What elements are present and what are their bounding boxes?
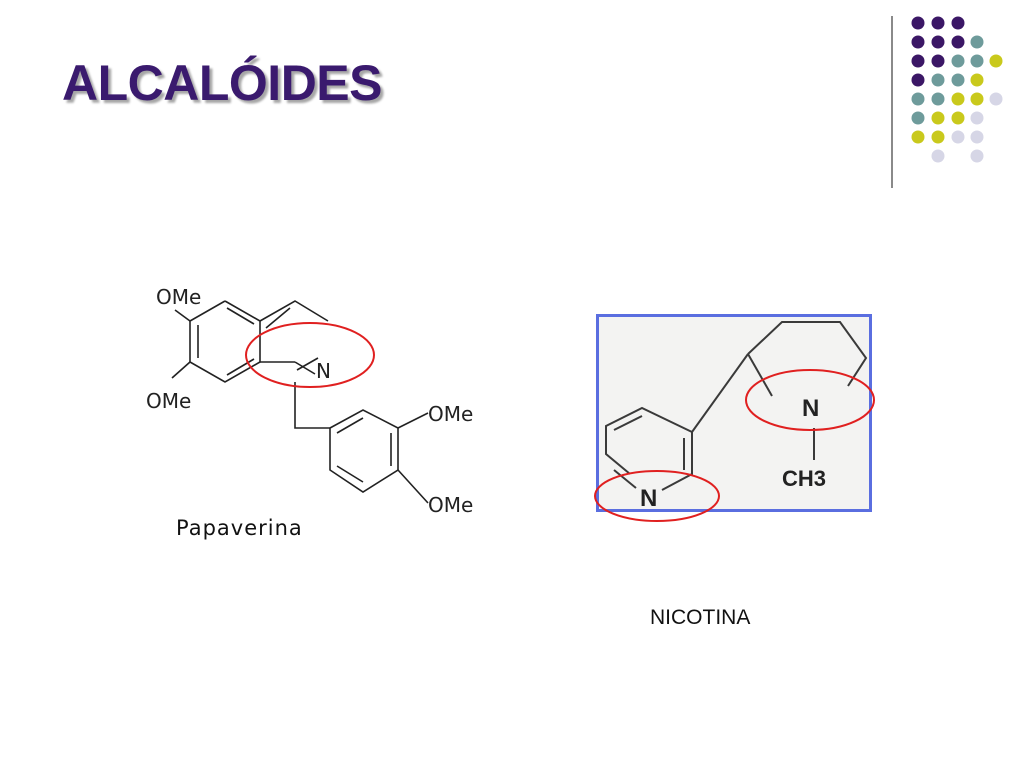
decorative-dot bbox=[951, 54, 965, 68]
decorative-dot bbox=[911, 92, 925, 106]
decorative-dot bbox=[911, 111, 925, 125]
nicotina-nitrogen-highlight-bottom bbox=[594, 470, 720, 522]
nitrogen-highlight-circle bbox=[245, 322, 375, 388]
decorative-dot bbox=[931, 73, 945, 87]
ome-label-right-top: OMe bbox=[428, 402, 473, 426]
decorative-dot bbox=[911, 130, 925, 144]
nicotina-caption: NICOTINA bbox=[650, 606, 751, 629]
decorative-dot bbox=[970, 130, 984, 144]
decorative-dot bbox=[931, 16, 945, 30]
decorative-dot bbox=[970, 149, 984, 163]
decorative-dot bbox=[931, 130, 945, 144]
papaverina-bonds bbox=[171, 300, 429, 504]
decorative-dot bbox=[911, 73, 925, 87]
papaverina-structure: OMe OMe OMe OMe N bbox=[146, 285, 473, 517]
decorative-dot bbox=[989, 54, 1003, 68]
ome-label-right-bottom: OMe bbox=[428, 493, 473, 517]
decorative-dot bbox=[970, 92, 984, 106]
decorative-dot bbox=[931, 149, 945, 163]
nicotina-structure: N CH3 N bbox=[594, 321, 875, 522]
ome-label-left: OMe bbox=[146, 389, 191, 413]
decorative-dot bbox=[951, 73, 965, 87]
decorative-dot bbox=[951, 111, 965, 125]
decorative-dot bbox=[989, 92, 1003, 106]
ome-label-top: OMe bbox=[156, 285, 201, 309]
decorative-dot-grid bbox=[911, 16, 1003, 163]
nicotina-nitrogen-label-bottom: N bbox=[640, 485, 657, 512]
decorative-dot bbox=[951, 130, 965, 144]
decorative-dot bbox=[911, 35, 925, 49]
nicotina-nitrogen-highlight-top bbox=[745, 369, 875, 431]
papaverina-caption: Papaverina bbox=[176, 516, 303, 540]
vertical-divider bbox=[891, 16, 893, 188]
decorative-dot bbox=[931, 35, 945, 49]
nicotina-methyl-label: CH3 bbox=[782, 466, 826, 491]
nicotina-frame bbox=[596, 314, 872, 512]
decorative-dot bbox=[951, 35, 965, 49]
decorative-dot bbox=[970, 35, 984, 49]
nitrogen-label: N bbox=[316, 359, 331, 383]
nicotina-bonds bbox=[605, 321, 868, 491]
decorative-dot bbox=[931, 54, 945, 68]
decorative-dot bbox=[951, 92, 965, 106]
decorative-dot bbox=[970, 54, 984, 68]
decorative-dot bbox=[951, 16, 965, 30]
decorative-dot bbox=[970, 73, 984, 87]
decorative-dot bbox=[911, 54, 925, 68]
decorative-dot bbox=[931, 111, 945, 125]
decorative-dot bbox=[911, 16, 925, 30]
nicotina-nitrogen-label-top: N bbox=[802, 395, 819, 422]
decorative-dot bbox=[970, 111, 984, 125]
slide-title: ALCALÓIDES bbox=[62, 55, 383, 111]
decorative-dot bbox=[931, 92, 945, 106]
